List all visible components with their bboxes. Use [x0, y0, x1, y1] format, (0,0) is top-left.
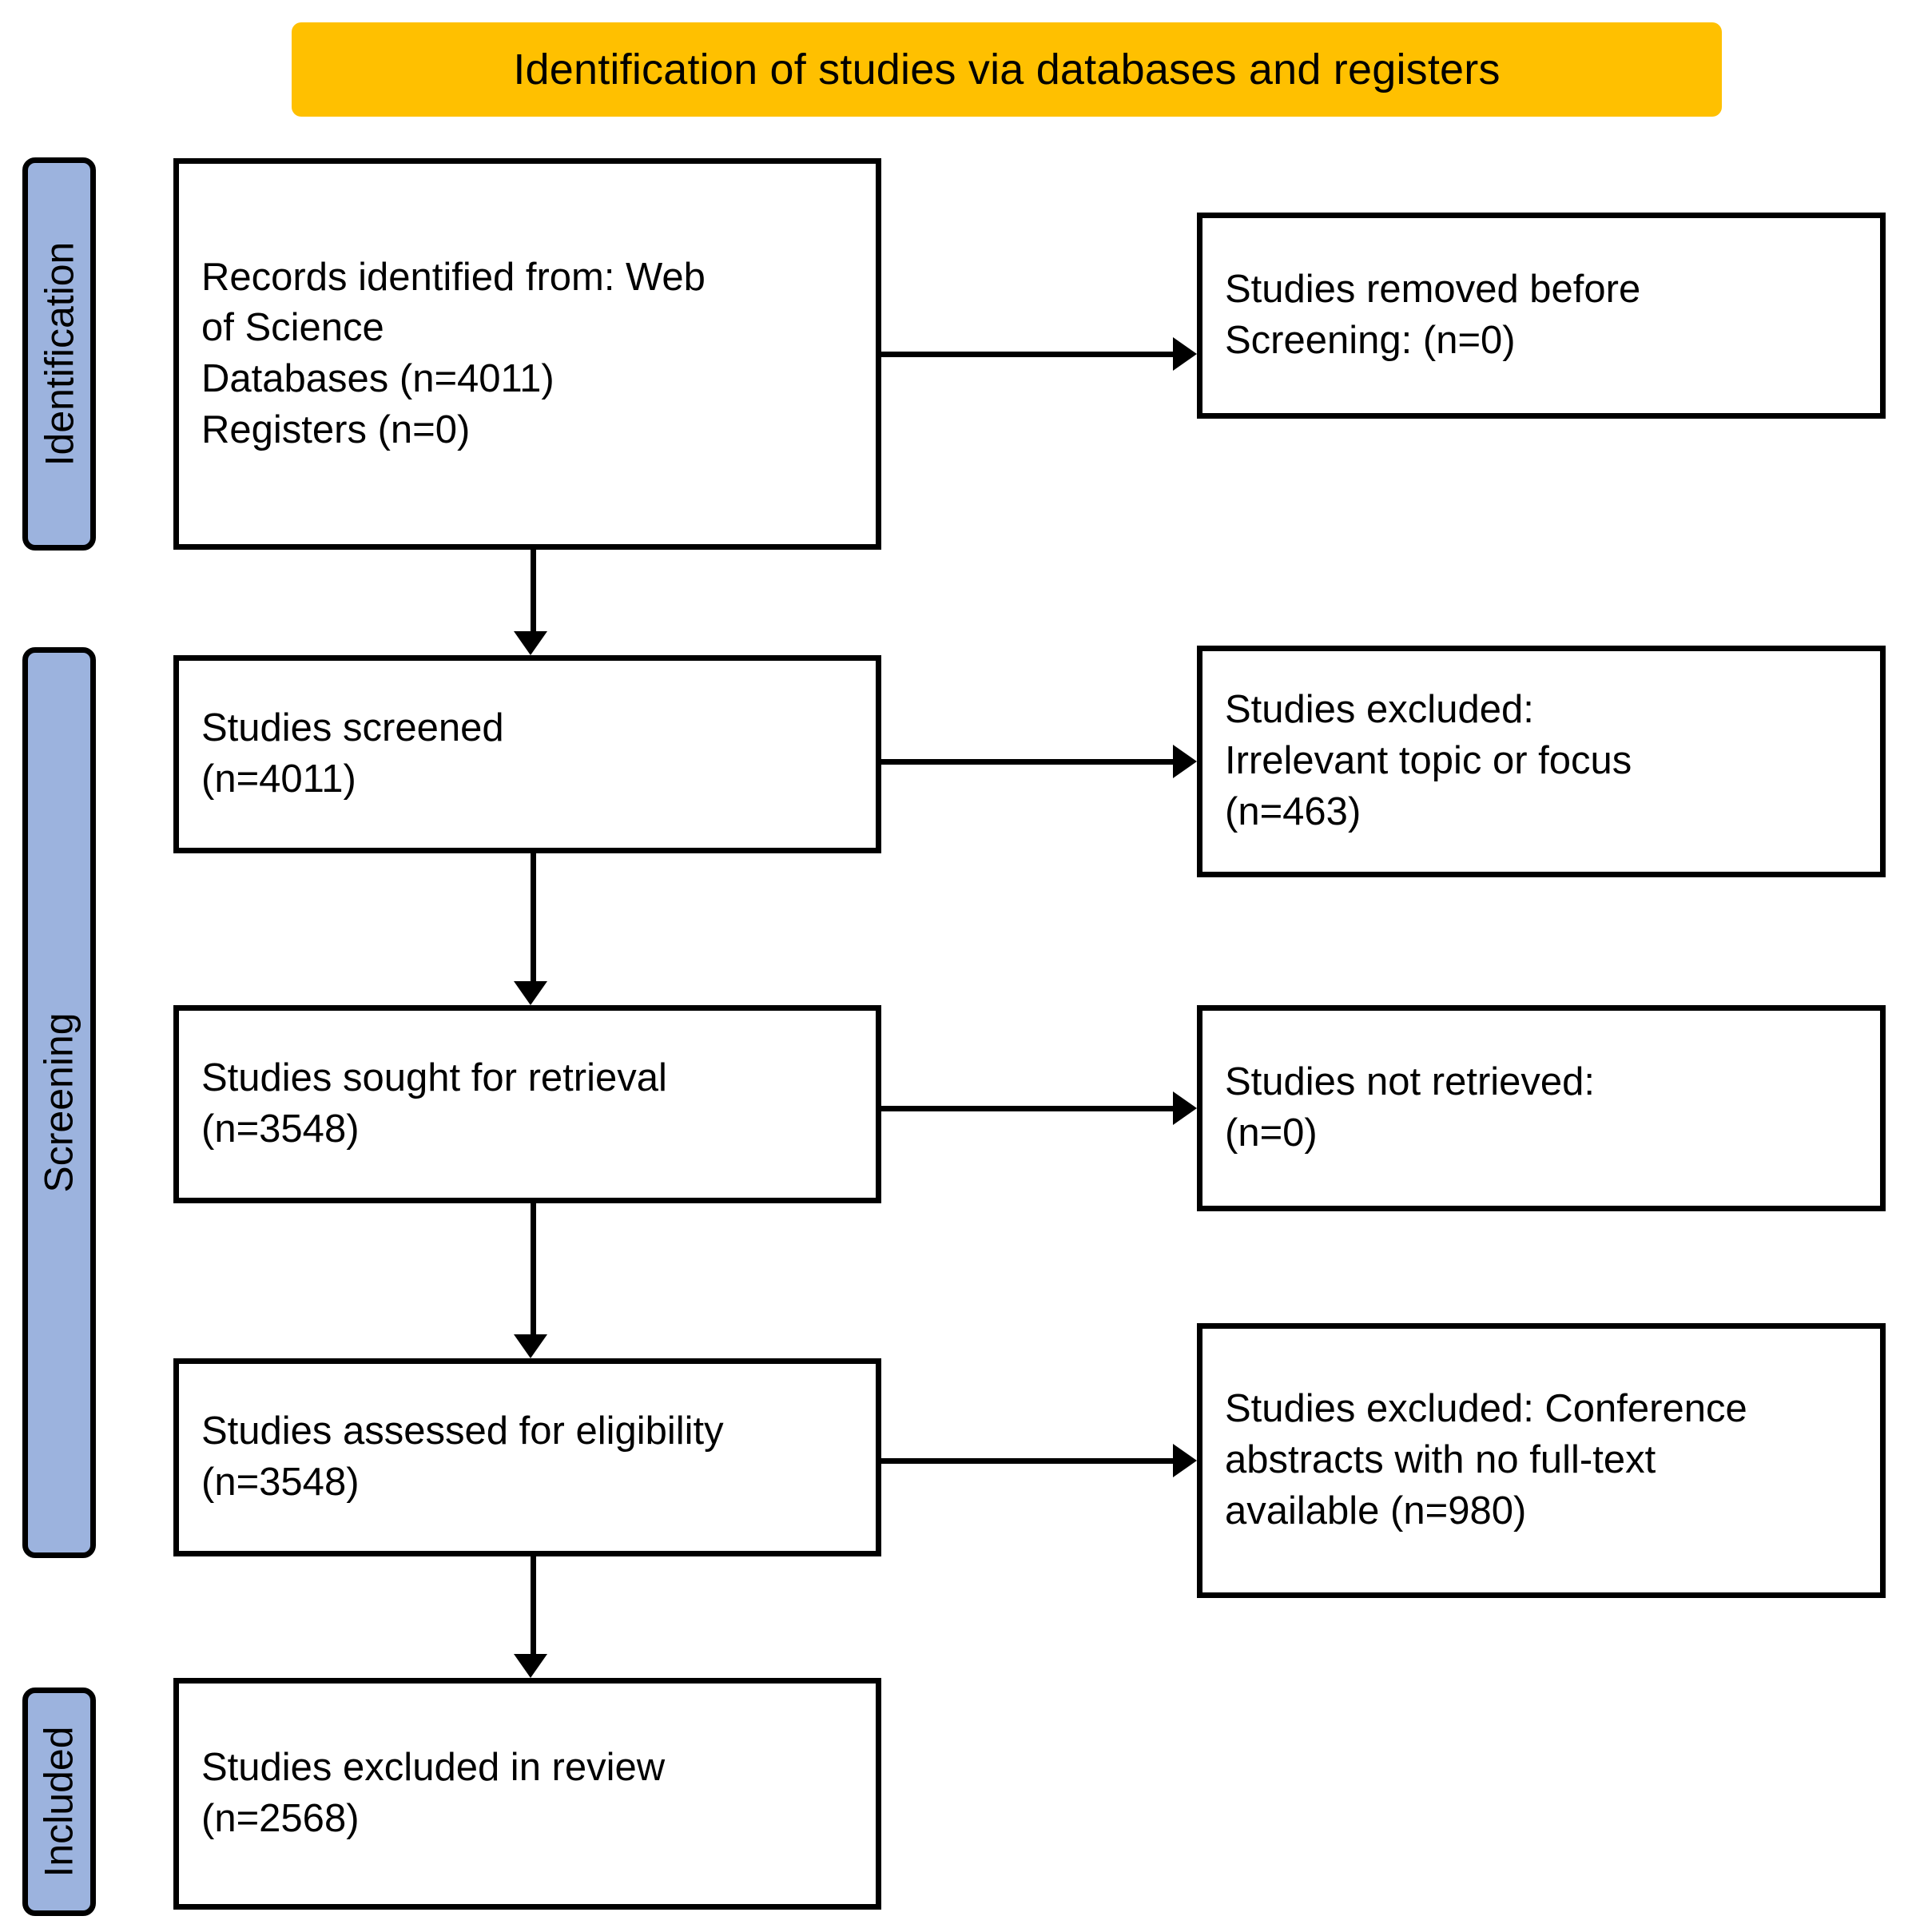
node-studies-excluded-in-review-line-2: (n=2568) — [201, 1797, 360, 1840]
arrowhead-down-icon — [514, 981, 547, 1005]
node-studies-screened: Studies screened (n=4011) — [173, 655, 881, 853]
node-studies-sought-for-retrieval: Studies sought for retrieval (n=3548) — [173, 1005, 881, 1203]
stage-label-included: Included — [22, 1688, 96, 1916]
node-studies-sought-line-1: Studies sought for retrieval — [201, 1056, 667, 1100]
stage-label-included-text: Included — [37, 1726, 82, 1878]
connector-assessed-to-excluded-review — [531, 1556, 536, 1654]
node-records-identified-line-4: Registers (n=0) — [201, 407, 471, 451]
node-records-identified-line-3: Databases (n=4011) — [201, 357, 555, 400]
connector-screened-to-excluded-topic — [881, 759, 1179, 765]
stage-label-screening-text: Screening — [37, 1012, 81, 1193]
node-excluded-topic-line-3: (n=463) — [1225, 789, 1361, 833]
arrowhead-down-icon — [514, 1654, 547, 1678]
stage-label-identification-text: Identification — [37, 241, 81, 467]
node-studies-screened-line-2: (n=4011) — [201, 757, 356, 801]
node-studies-removed-line-1: Studies removed before — [1225, 268, 1641, 312]
node-not-retrieved-line-1: Studies not retrieved: — [1225, 1060, 1596, 1104]
node-studies-screened-line-1: Studies screened — [201, 706, 504, 750]
arrowhead-down-icon — [514, 1334, 547, 1358]
node-studies-excluded-conference-abstracts: Studies excluded: Conference abstracts w… — [1197, 1323, 1886, 1598]
node-studies-excluded-irrelevant-topic: Studies excluded: Irrelevant topic or fo… — [1197, 646, 1886, 877]
arrowhead-down-icon — [514, 631, 547, 655]
node-excluded-conference-line-3: available (n=980) — [1225, 1489, 1527, 1532]
connector-screened-to-sought — [531, 853, 536, 981]
node-excluded-conference-line-2: abstracts with no full-text — [1225, 1438, 1656, 1482]
node-excluded-topic-line-1: Studies excluded: — [1225, 688, 1534, 732]
node-records-identified: Records identified from: Web of Science … — [173, 158, 881, 550]
diagram-title-banner: Identification of studies via databases … — [292, 22, 1722, 117]
stage-label-screening: Screening — [22, 647, 96, 1558]
node-records-identified-line-1: Records identified from: Web — [201, 255, 706, 299]
arrowhead-right-icon — [1173, 1444, 1197, 1477]
node-studies-removed-line-2: Screening: (n=0) — [1225, 319, 1516, 362]
arrowhead-right-icon — [1173, 1091, 1197, 1125]
node-studies-assessed-line-2: (n=3548) — [201, 1461, 360, 1504]
node-not-retrieved-line-2: (n=0) — [1225, 1111, 1318, 1155]
node-studies-assessed-for-eligibility: Studies assessed for eligibility (n=3548… — [173, 1358, 881, 1556]
connector-sought-to-assessed — [531, 1203, 536, 1334]
node-studies-assessed-line-1: Studies assessed for eligibility — [201, 1409, 724, 1453]
connector-identified-to-screened — [531, 550, 536, 634]
node-studies-excluded-in-review: Studies excluded in review (n=2568) — [173, 1678, 881, 1910]
connector-identified-to-removed — [881, 352, 1179, 357]
node-records-identified-line-2: of Science — [201, 306, 384, 350]
connector-sought-to-not-retrieved — [881, 1106, 1179, 1111]
node-excluded-conference-line-1: Studies excluded: Conference — [1225, 1387, 1747, 1431]
page-title: Identification of studies via databases … — [513, 46, 1501, 93]
node-studies-excluded-in-review-line-1: Studies excluded in review — [201, 1746, 666, 1790]
node-excluded-topic-line-2: Irrelevant topic or focus — [1225, 739, 1632, 783]
node-studies-removed-before-screening: Studies removed before Screening: (n=0) — [1197, 213, 1886, 419]
arrowhead-right-icon — [1173, 745, 1197, 778]
node-studies-sought-line-2: (n=3548) — [201, 1107, 360, 1151]
node-studies-not-retrieved: Studies not retrieved: (n=0) — [1197, 1005, 1886, 1211]
arrowhead-right-icon — [1173, 337, 1197, 371]
stage-label-identification: Identification — [22, 157, 96, 551]
connector-assessed-to-excluded-conference — [881, 1458, 1179, 1464]
